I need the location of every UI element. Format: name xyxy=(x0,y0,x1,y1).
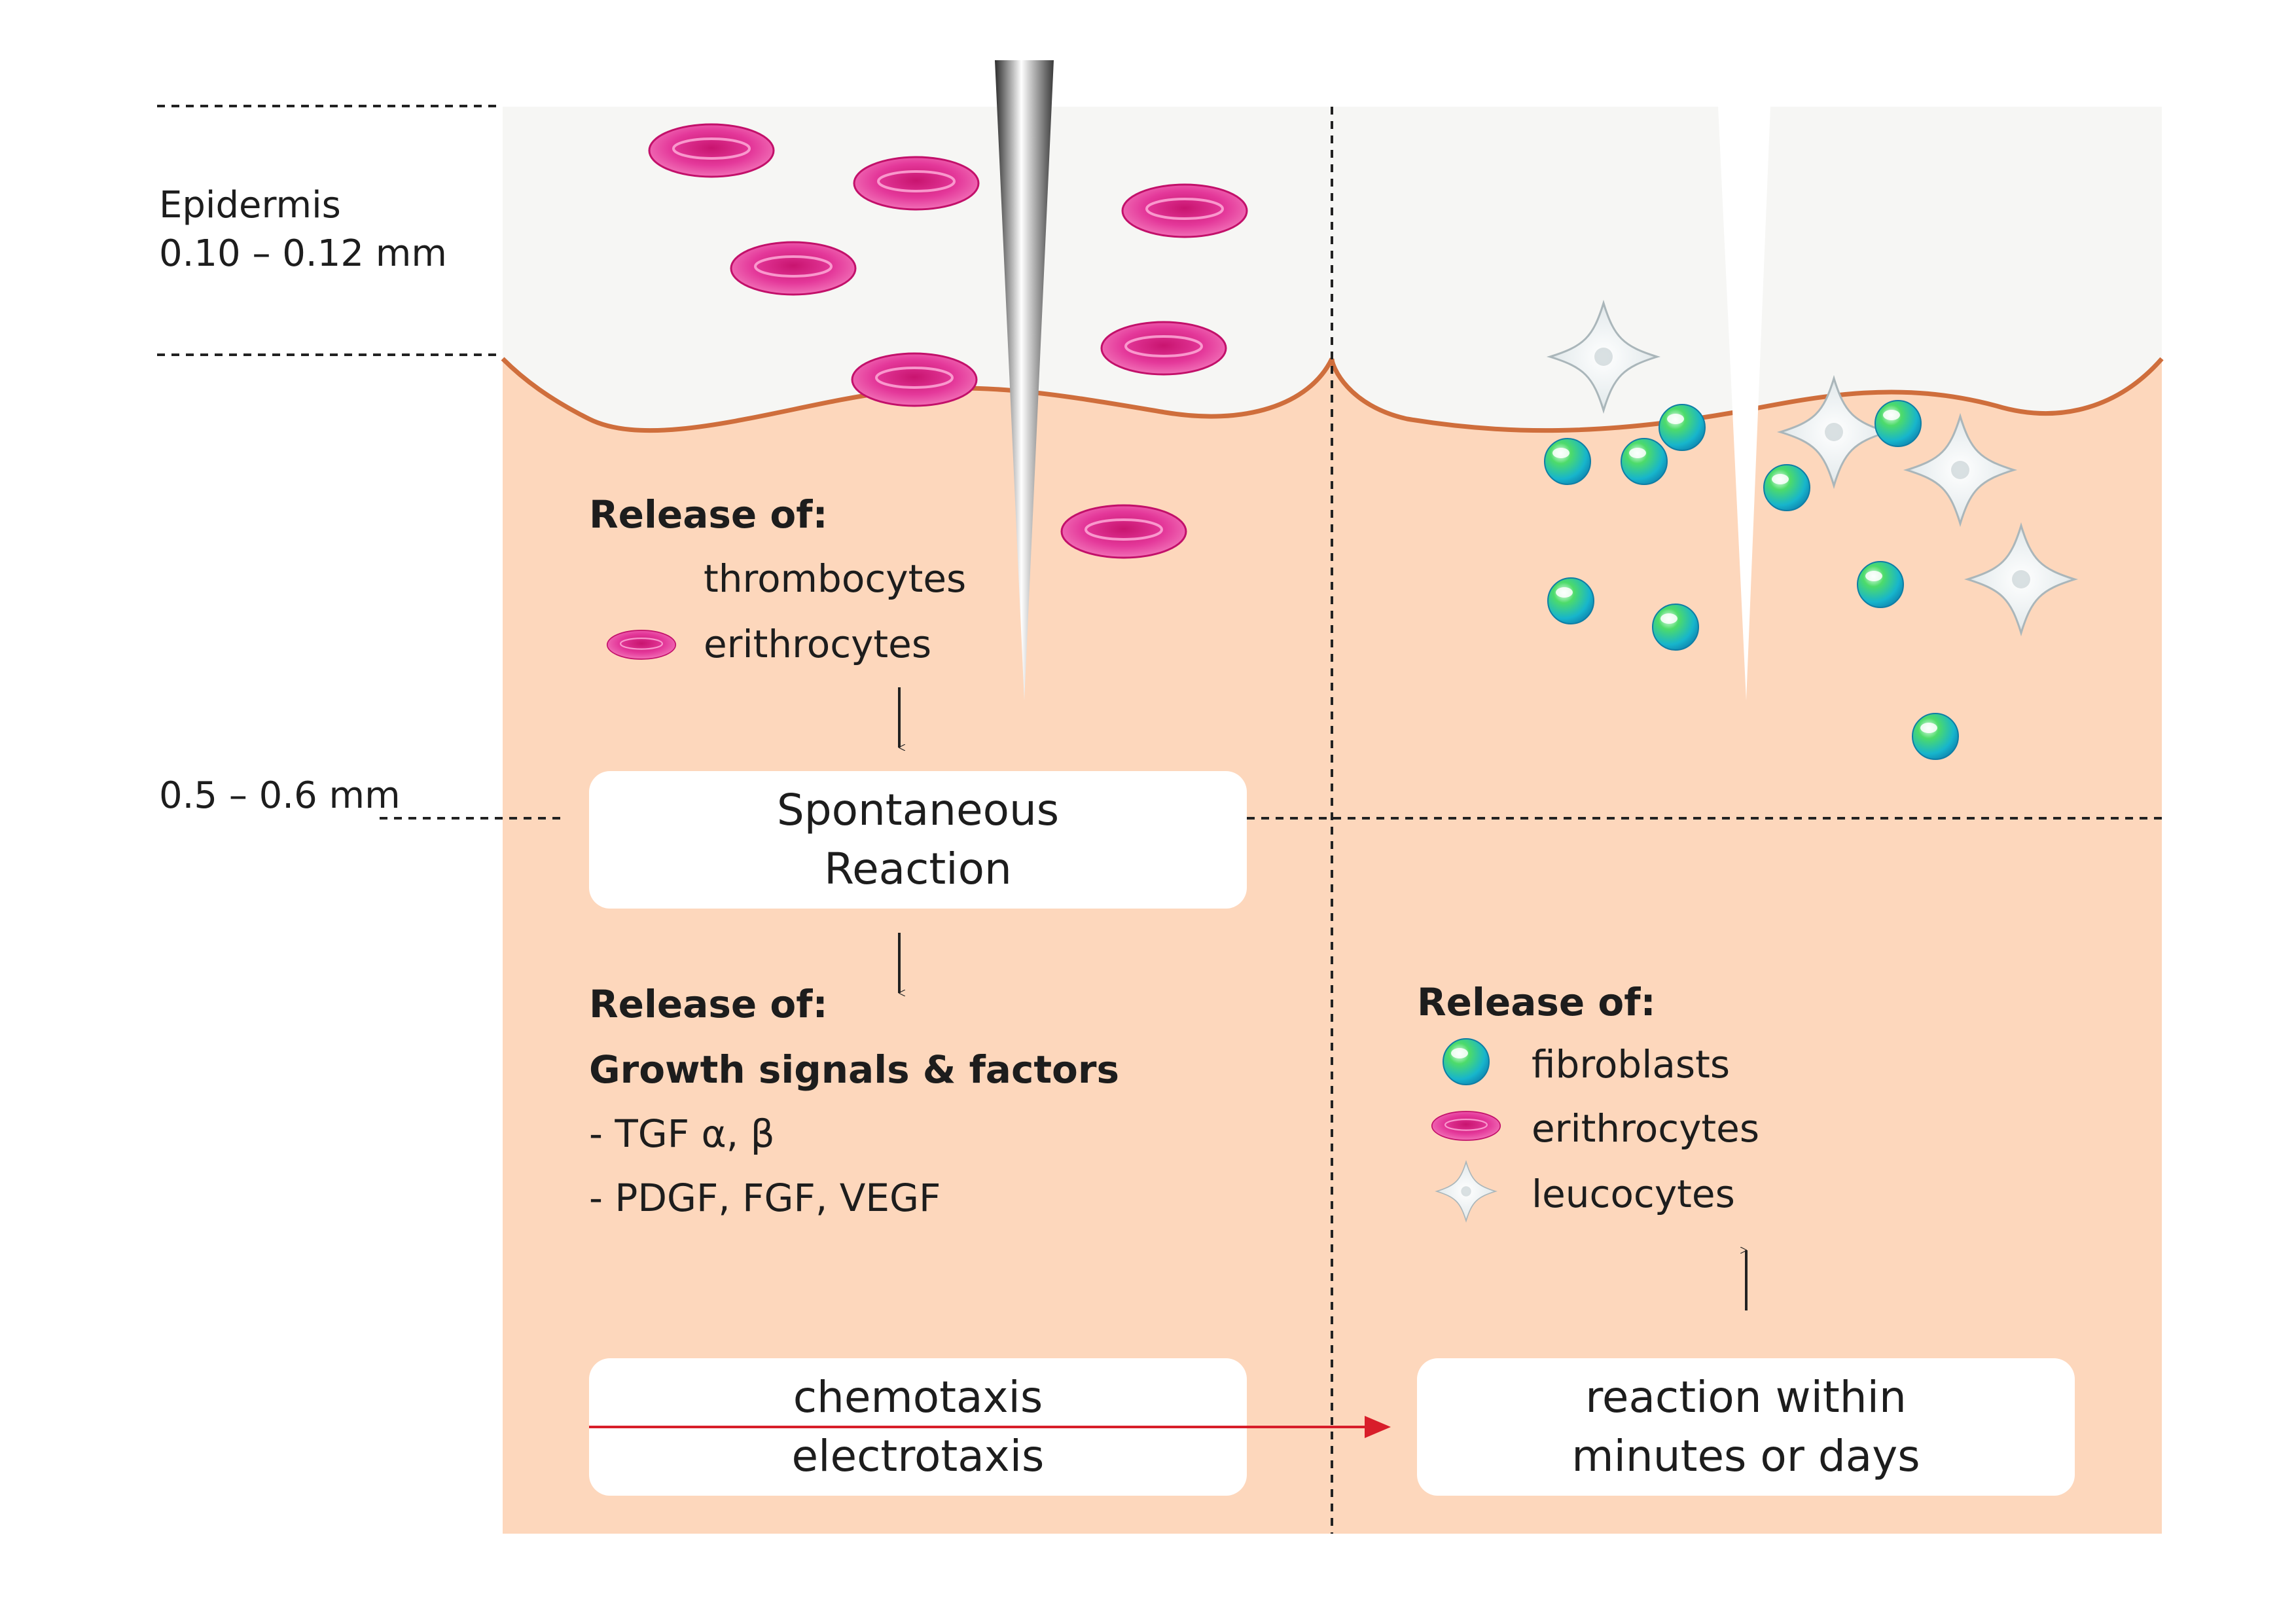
epidermis-depth-label: 0.10 – 0.12 mm xyxy=(159,232,447,275)
reaction-time-line2: minutes or days xyxy=(1571,1431,1920,1481)
factor-tgf: - TGF α, β xyxy=(589,1111,775,1156)
epidermis-label: Epidermis xyxy=(159,184,341,226)
taxis-box-line2: electrotaxis xyxy=(791,1431,1045,1481)
release-heading-left-2: Release of: xyxy=(589,982,828,1026)
factor-pdgf: - PDGF, FGF, VEGF xyxy=(589,1176,941,1220)
fibroblast-icon xyxy=(1443,1038,1490,1085)
item-fibroblasts: fibroblasts xyxy=(1532,1042,1731,1087)
growth-signals-heading: Growth signals & factors xyxy=(589,1047,1120,1092)
needle-icon xyxy=(995,60,1054,700)
taxis-box: chemotaxis electrotaxis xyxy=(589,1358,1247,1496)
reaction-box-line2: Reaction xyxy=(824,844,1012,894)
item-erithrocytes: erithrocytes xyxy=(704,622,932,666)
taxis-box-line1: chemotaxis xyxy=(793,1372,1043,1422)
release-heading-right: Release of: xyxy=(1417,980,1656,1024)
reaction-time-line1: reaction within xyxy=(1585,1372,1907,1422)
spontaneous-reaction-box: Spontaneous Reaction xyxy=(589,771,1247,909)
item-thrombocytes: thrombocytes xyxy=(704,556,967,601)
release-heading-left: Release of: xyxy=(589,492,828,537)
erythrocyte-icon xyxy=(1431,1110,1501,1142)
needle-channel xyxy=(1718,107,1770,700)
erythrocyte-icon xyxy=(606,629,677,660)
item-erithrocytes-right: erithrocytes xyxy=(1532,1106,1760,1151)
reaction-time-box: reaction within minutes or days xyxy=(1417,1358,2075,1496)
reaction-box-line1: Spontaneous xyxy=(776,785,1060,835)
item-leucocytes: leucocytes xyxy=(1532,1172,1735,1216)
dermis-depth-label: 0.5 – 0.6 mm xyxy=(159,774,401,817)
